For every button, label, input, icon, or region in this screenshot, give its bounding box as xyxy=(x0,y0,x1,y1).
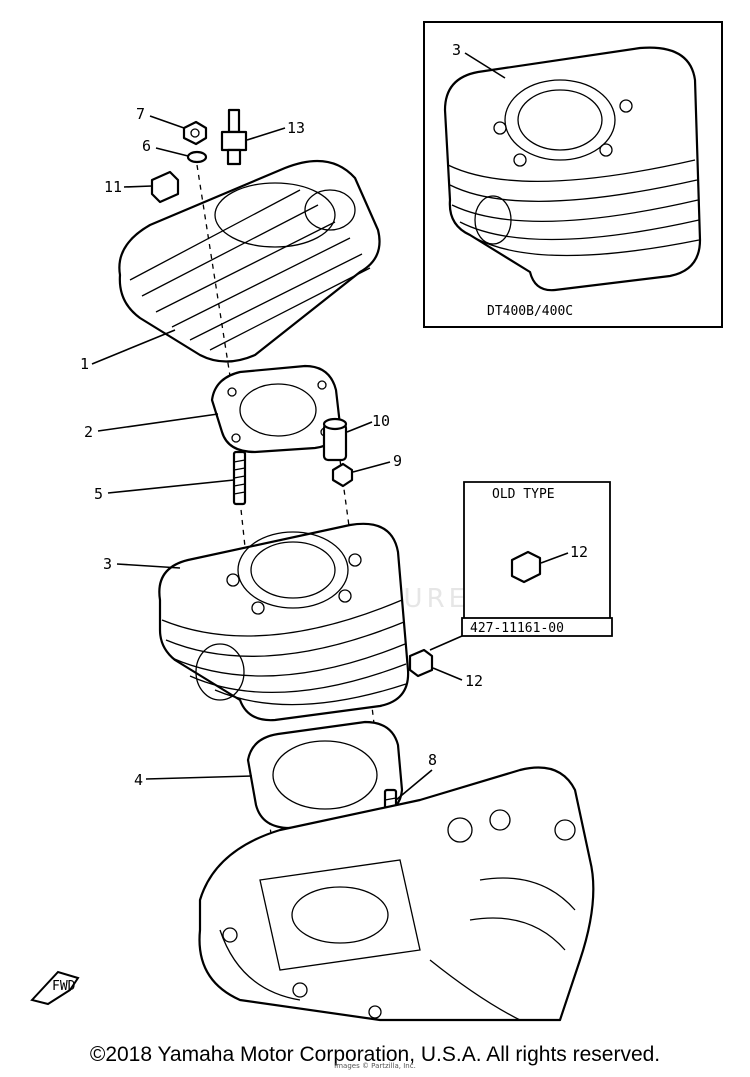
callout-13: 13 xyxy=(287,119,305,137)
leader-12-old xyxy=(540,552,569,564)
inset-model-label: DT400B/400C xyxy=(487,304,573,319)
old-type-inset xyxy=(463,481,611,620)
old-type-label: OLD TYPE xyxy=(492,487,555,502)
fwd-arrow-icon: FWD xyxy=(30,970,80,1006)
callout-11: 11 xyxy=(104,178,122,196)
leader-1 xyxy=(91,329,176,365)
leader-part-number xyxy=(429,635,463,651)
crankcase xyxy=(198,766,595,1022)
callout-8: 8 xyxy=(428,751,437,769)
callout-7: 7 xyxy=(136,105,145,123)
leader-12 xyxy=(432,667,463,681)
callout-3: 3 xyxy=(103,555,112,573)
part-number-box xyxy=(461,617,613,637)
leader-8 xyxy=(395,769,433,801)
callout-10: 10 xyxy=(372,412,390,430)
callout-2: 2 xyxy=(84,423,93,441)
old-type-part-number: 427-11161-00 xyxy=(470,621,564,636)
leader-2 xyxy=(97,413,219,432)
leader-9 xyxy=(352,461,391,473)
leader-10 xyxy=(346,421,373,433)
cap-part-12 xyxy=(408,648,434,678)
leader-3-inset xyxy=(464,52,506,79)
callout-9: 9 xyxy=(393,452,402,470)
callout-3-inset: 3 xyxy=(452,41,461,59)
base-gasket-part-4 xyxy=(246,720,404,830)
copyright-notice: ©2018 Yamaha Motor Corporation, U.S.A. A… xyxy=(89,1043,661,1066)
cylinder-part-3 xyxy=(158,522,410,722)
callout-12-old: 12 xyxy=(570,543,588,561)
washer-part-6 xyxy=(186,150,208,164)
dowel-pin-part-10 xyxy=(322,417,348,462)
spark-plug-part-13 xyxy=(220,108,248,166)
nut-part-7 xyxy=(182,120,208,146)
leader-4 xyxy=(145,775,253,780)
leader-11 xyxy=(123,185,153,188)
leader-3 xyxy=(116,563,181,569)
inset-dt400-cylinder xyxy=(423,21,723,328)
nut-part-9 xyxy=(331,462,354,488)
callout-4: 4 xyxy=(134,771,143,789)
leader-6 xyxy=(155,147,189,157)
callout-12: 12 xyxy=(465,672,483,690)
callout-6: 6 xyxy=(142,137,151,155)
fwd-label: FWD xyxy=(52,979,76,994)
leader-13 xyxy=(246,127,286,141)
leader-7 xyxy=(149,115,185,129)
head-gasket-part-2 xyxy=(210,364,342,454)
image-credit: Images © Partzilla, Inc. xyxy=(334,1062,416,1070)
stud-bolt-part-5 xyxy=(232,450,247,506)
cap-part-11 xyxy=(150,170,180,204)
callout-1: 1 xyxy=(80,355,89,373)
callout-5: 5 xyxy=(94,485,103,503)
cylinder-head-part-1 xyxy=(118,159,381,363)
leader-5 xyxy=(107,479,235,494)
